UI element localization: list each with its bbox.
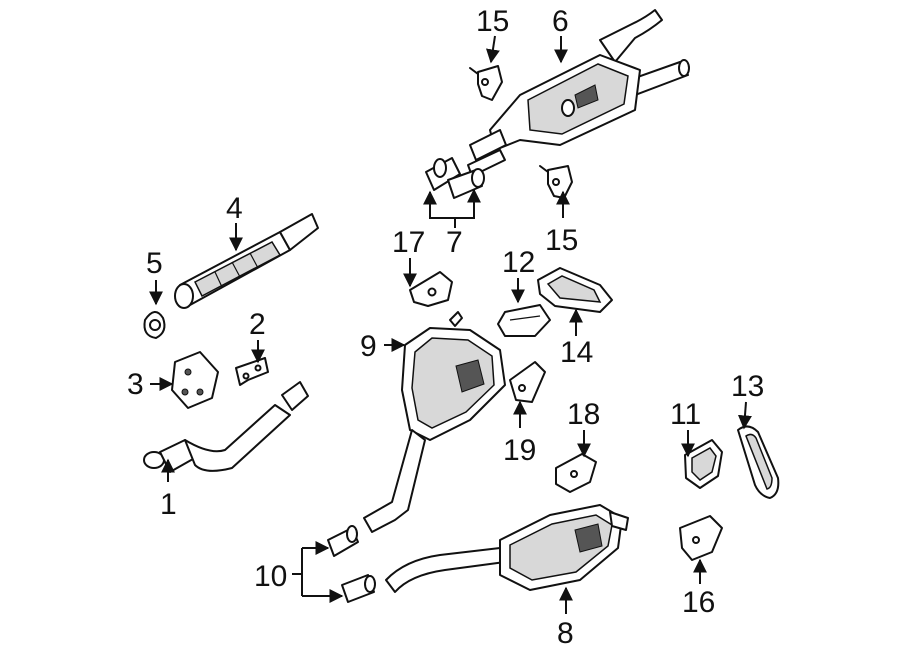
callout-3: 3	[127, 368, 144, 401]
callout-14: 14	[560, 336, 593, 369]
part-12-heat-shield	[497, 304, 551, 337]
part-9-center-muffler	[363, 311, 506, 533]
callout-4: 4	[226, 192, 243, 225]
part-7-clamps	[425, 157, 485, 199]
part-11-heat-shield	[684, 439, 723, 489]
callout-10: 10	[254, 560, 287, 593]
part-17-hanger	[409, 271, 453, 307]
callout-2: 2	[249, 308, 266, 341]
callout-5: 5	[146, 247, 163, 280]
callout-11: 11	[670, 398, 701, 431]
callout-9: 9	[360, 330, 377, 363]
part-19-bracket	[509, 361, 546, 403]
leader-arrows	[149, 35, 752, 614]
callout-15-top: 15	[476, 5, 509, 38]
part-6-rear-muffler	[467, 9, 690, 177]
callout-13: 13	[731, 370, 764, 403]
part-2-bracket	[235, 357, 269, 386]
arrow-13	[737, 401, 752, 430]
part-1-front-pipe	[143, 381, 309, 473]
callout-12: 12	[502, 246, 535, 279]
part-8-rear-muffler	[385, 504, 629, 593]
part-4-converter-pipe	[174, 213, 319, 309]
part-14-heat-shield	[537, 267, 613, 313]
part-15-hanger-top	[469, 65, 503, 101]
part-18-hanger	[555, 453, 597, 493]
callout-1: 1	[160, 488, 177, 521]
arrow-15-top	[485, 35, 500, 64]
callout-18: 18	[567, 398, 600, 431]
part-13-heat-shield	[737, 425, 780, 499]
callout-17: 17	[392, 226, 425, 259]
callout-19: 19	[503, 434, 536, 467]
callout-7: 7	[446, 226, 463, 259]
part-10-clamps	[327, 525, 376, 603]
part-3-flange	[171, 351, 219, 409]
part-15-hanger-mid	[539, 165, 573, 199]
callout-8: 8	[557, 617, 574, 650]
callout-6: 6	[552, 5, 569, 38]
callout-labels: 15 6 15 7 4 5 2 3 1 17 9 12 14 19 18 10 …	[127, 5, 764, 650]
part-5-gasket	[143, 311, 166, 339]
part-16-heat-shield	[679, 515, 723, 561]
callout-15-mid: 15	[545, 224, 578, 257]
callout-16: 16	[682, 586, 715, 619]
